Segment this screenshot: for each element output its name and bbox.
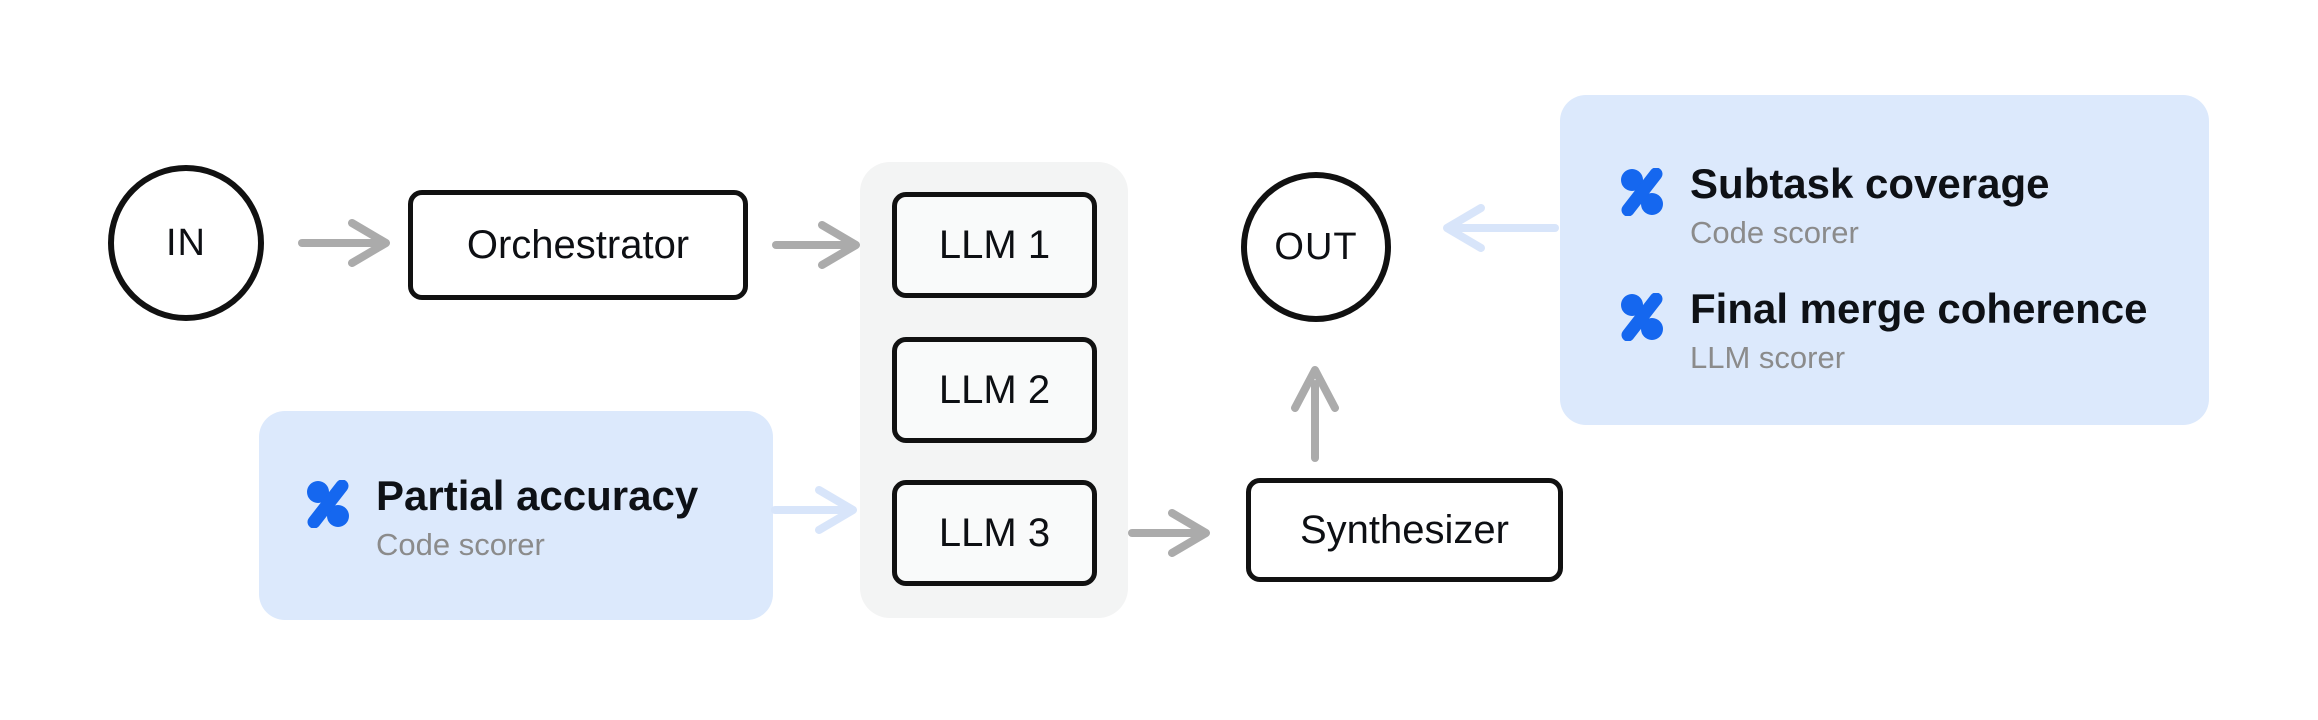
arrow-orchestrator-to-llms-icon [772,221,860,269]
scorer-subtitle: LLM scorer [1690,340,1846,375]
synthesizer-node-label: Synthesizer [1300,507,1509,552]
arrow-scorers-to-out-icon [1443,204,1559,252]
out-node: OUT [1241,172,1391,322]
arrow-partial-accuracy-to-llm3-icon [771,486,857,534]
scorer-title: Final merge coherence [1690,285,2148,332]
percent-scorer-icon [306,480,350,528]
output-scorers-card [1560,95,2209,425]
scorer-title: Subtask coverage [1690,160,2050,207]
scorer-subtitle: Code scorer [1690,215,1859,250]
arrow-synthesizer-to-out-icon [1291,366,1339,462]
partial-accuracy-scorer-row: Partial accuracy Code scorer [306,470,698,568]
orchestrator-node: Orchestrator [408,190,748,300]
final-merge-coherence-scorer-row: Final merge coherence LLM scorer [1620,283,2148,381]
llm-3-node-label: LLM 3 [938,510,1051,555]
llm-2-node: LLM 2 [892,337,1097,443]
llm-1-node-label: LLM 1 [938,222,1051,267]
subtask-coverage-scorer-row: Subtask coverage Code scorer [1620,158,2050,256]
orchestrator-node-label: Orchestrator [466,222,690,267]
synthesizer-node: Synthesizer [1246,478,1563,582]
in-node-label: IN [166,221,206,264]
llm-3-node: LLM 3 [892,480,1097,586]
in-node: IN [108,165,264,321]
percent-scorer-icon [1620,168,1664,216]
percent-scorer-icon [1620,293,1664,341]
arrow-in-to-orchestrator-icon [298,219,390,267]
scorer-subtitle: Code scorer [376,527,545,562]
llm-2-node-label: LLM 2 [938,367,1051,412]
arrow-llm3-to-synthesizer-icon [1128,509,1210,557]
scorer-title: Partial accuracy [376,472,699,519]
llm-1-node: LLM 1 [892,192,1097,298]
out-node-label: OUT [1274,225,1358,268]
